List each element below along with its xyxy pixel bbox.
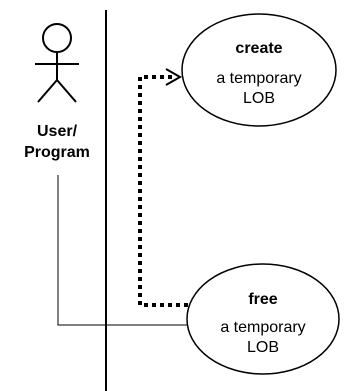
actor-label-line1: User/ xyxy=(37,123,78,140)
actor-label-line2: Program xyxy=(24,144,90,161)
use-case-free-action: free xyxy=(248,291,277,308)
arrowhead-icon xyxy=(165,68,183,86)
association-line xyxy=(57,175,188,326)
actor-right-leg xyxy=(56,79,77,103)
use-case-free-ellipse xyxy=(186,263,340,375)
use-case-create-ellipse xyxy=(181,13,337,127)
dependency-arrow xyxy=(138,75,188,307)
use-case-free-line2: LOB xyxy=(247,339,279,356)
actor-head xyxy=(42,23,72,53)
use-case-free: free a temporary LOB xyxy=(186,263,340,375)
use-case-create-action: create xyxy=(235,40,282,57)
use-case-create-line2: LOB xyxy=(243,90,275,107)
use-case-create-line1: a temporary xyxy=(216,70,301,87)
actor-left-leg xyxy=(37,79,58,103)
actor-figure xyxy=(35,23,79,103)
use-case-free-line1: a temporary xyxy=(220,319,305,336)
use-case-create: create a temporary LOB xyxy=(181,13,337,127)
